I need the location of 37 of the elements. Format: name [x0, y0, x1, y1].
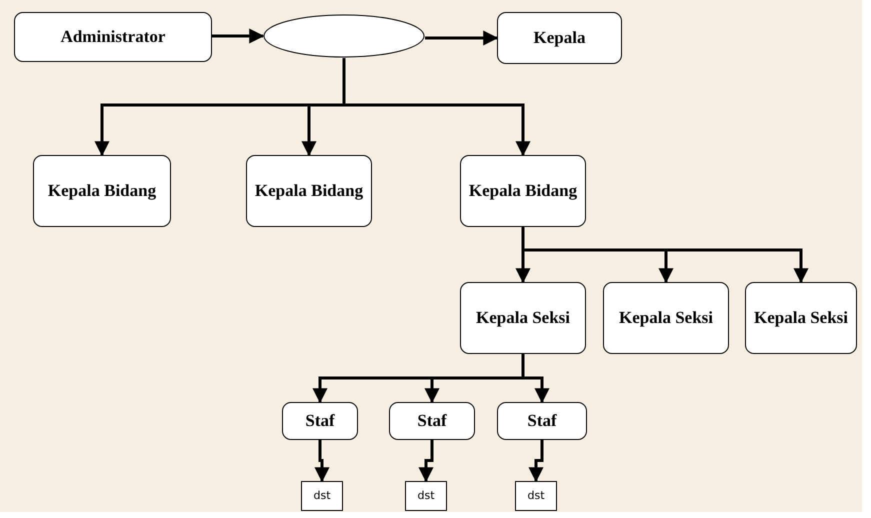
- arrow: [418, 440, 434, 482]
- role-box: [246, 155, 372, 227]
- role-box: [33, 155, 171, 227]
- role-box: [389, 402, 475, 440]
- node-label: dst: [527, 489, 545, 503]
- arrow: [314, 440, 330, 482]
- arrow: [528, 440, 544, 482]
- node-label: Administrator: [60, 26, 166, 48]
- node-label: Kepala Bidang: [254, 180, 364, 202]
- role-box: [14, 12, 212, 62]
- node-label: Kepala Bidang: [48, 180, 156, 202]
- arrow: [522, 354, 550, 404]
- role-box: [460, 282, 586, 354]
- small-box: [515, 481, 557, 511]
- role-box: [460, 155, 586, 227]
- node-label: dst: [313, 489, 331, 503]
- role-box: [497, 12, 622, 64]
- node-label: Kepala Seksi: [754, 308, 848, 328]
- node-label: Staf: [527, 410, 557, 432]
- role-box: [603, 282, 729, 354]
- arrow: [212, 28, 264, 44]
- small-box: [405, 481, 447, 511]
- node-label: Kepala Seksi: [476, 308, 570, 328]
- node-label: Staf: [417, 410, 447, 432]
- role-box: [745, 282, 857, 354]
- role-box: [497, 402, 587, 440]
- ellipse-node: [263, 14, 425, 58]
- node-label: Kepala Bidang: [468, 180, 578, 202]
- role-box: [282, 402, 358, 440]
- small-box: [301, 481, 343, 511]
- node-label: Kepala: [534, 28, 586, 48]
- node-label: dst: [417, 489, 435, 503]
- node-label: Kepala Seksi: [619, 308, 713, 328]
- arrow: [342, 58, 530, 156]
- node-label: Staf: [305, 410, 335, 432]
- arrow: [522, 227, 808, 284]
- arrow: [425, 30, 498, 46]
